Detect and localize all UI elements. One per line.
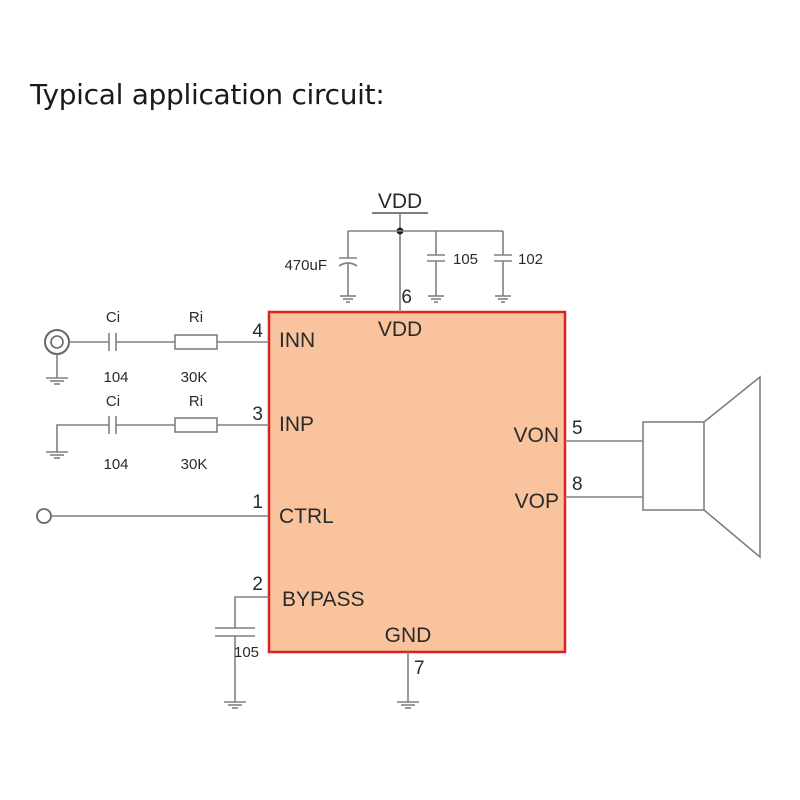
capacitor-ci-top (108, 333, 117, 351)
pin-vdd-label: VDD (378, 318, 422, 341)
speaker-icon (642, 375, 761, 559)
pin-5-number: 5 (572, 418, 583, 439)
capacitor-102-vdd (494, 231, 512, 303)
pin-vop-label: VOP (515, 490, 559, 513)
pin-8-number: 8 (572, 474, 583, 495)
pin-7-number: 7 (414, 658, 425, 679)
pin-4-number: 4 (252, 321, 263, 342)
pin-gnd-label: GND (385, 624, 432, 647)
ground-symbol (397, 701, 419, 709)
pin-6-number: 6 (401, 287, 412, 308)
capacitor-ci-bottom-value: 104 (103, 456, 128, 473)
pin-ctrl-label: CTRL (279, 505, 334, 528)
capacitor-470uf (338, 231, 358, 303)
resistor-ri-top (174, 334, 218, 350)
capacitor-ci-bottom-label: Ci (106, 393, 120, 410)
capacitor-105-vdd (427, 231, 445, 303)
pin-bypass-label: BYPASS (282, 588, 364, 611)
page-title: Typical application circuit: (30, 78, 385, 111)
pin-inn-label: INN (279, 329, 315, 352)
capacitor-105-vdd-label: 105 (453, 251, 478, 268)
ground-symbol (340, 295, 356, 303)
resistor-ri-top-label: Ri (189, 309, 203, 326)
ground-symbol (495, 295, 511, 303)
capacitor-102-vdd-label: 102 (518, 251, 543, 268)
ground-symbol (46, 377, 68, 385)
ctrl-input-terminal (36, 508, 52, 524)
ground-symbol (46, 451, 68, 459)
pin-2-number: 2 (252, 574, 263, 595)
capacitor-105-bypass (215, 627, 255, 637)
vdd-supply-label: VDD (378, 190, 422, 213)
capacitor-105-bypass-label: 105 (234, 644, 259, 661)
pin-3-number: 3 (252, 404, 263, 425)
capacitor-ci-top-value: 104 (103, 369, 128, 386)
ground-symbol (428, 295, 444, 303)
capacitor-ci-top-label: Ci (106, 309, 120, 326)
resistor-ri-bottom-value: 30K (181, 456, 208, 473)
resistor-ri-top-value: 30K (181, 369, 208, 386)
capacitor-470uf-label: 470uF (284, 257, 327, 274)
pin-1-number: 1 (252, 492, 263, 513)
resistor-ri-bottom (174, 417, 218, 433)
ground-symbol (224, 701, 246, 709)
pin-inp-label: INP (279, 413, 314, 436)
amplifier-ic (267, 310, 567, 654)
audio-input-jack (44, 329, 70, 385)
pin-von-label: VON (513, 424, 559, 447)
capacitor-ci-bottom (108, 416, 117, 434)
resistor-ri-bottom-label: Ri (189, 393, 203, 410)
